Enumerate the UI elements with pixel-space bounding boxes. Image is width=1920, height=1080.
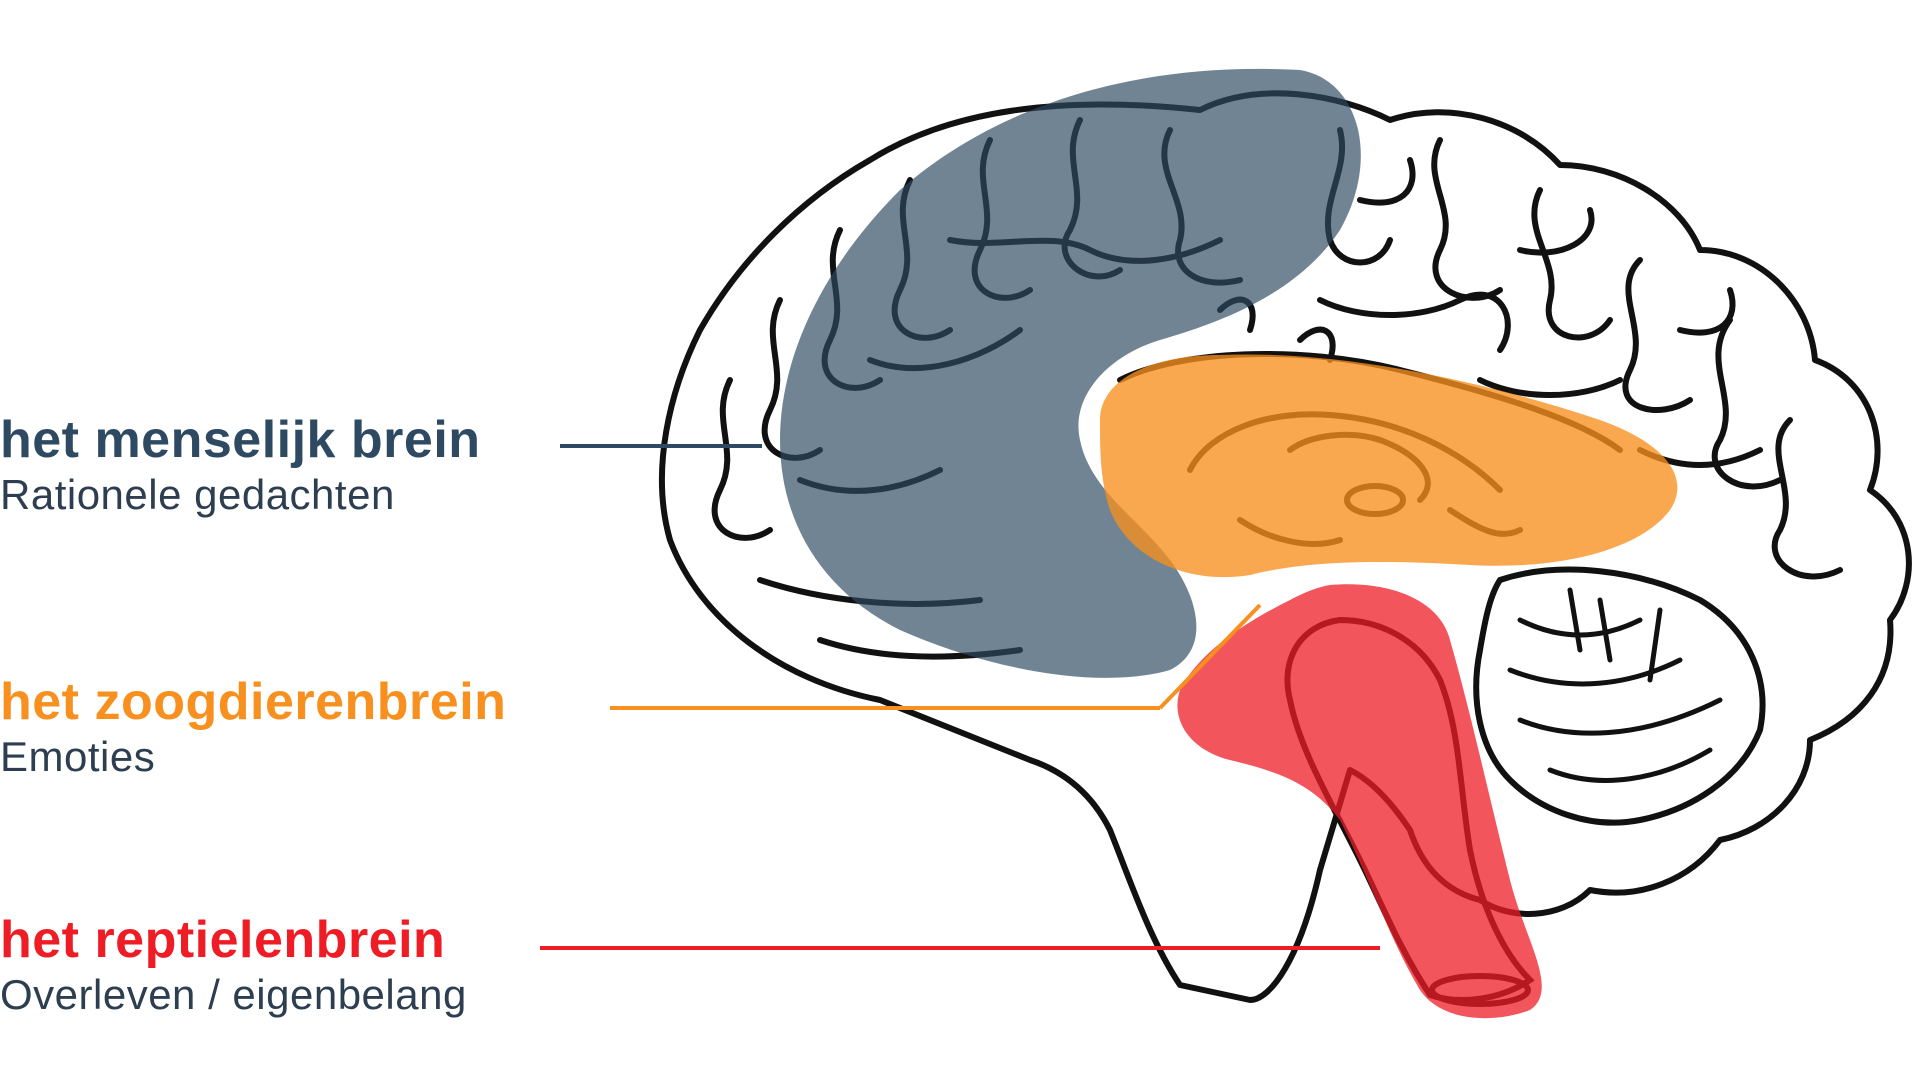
cerebellum-folds <box>1507 587 1723 783</box>
reptile-brain-title: het reptielenbrein <box>0 911 446 969</box>
reptile-brain-region <box>1177 584 1542 1019</box>
mammal-connector-pointer <box>1158 603 1262 710</box>
reptile-brain-subtitle: Overleven / eigenbelang <box>0 971 467 1018</box>
mammal-brain-title: het zoogdierenbrein <box>0 673 507 731</box>
mammal-brain-subtitle: Emoties <box>0 733 156 780</box>
human-brain-subtitle: Rationele gedachten <box>0 471 395 518</box>
cerebellum-outline <box>1473 566 1766 826</box>
mammal-brain-region <box>1100 354 1678 578</box>
mammal-brain-label: het zoogdierenbrein Emoties <box>0 672 506 782</box>
human-brain-label: het menselijk brein Rationele gedachten <box>0 410 481 520</box>
human-brain-region <box>780 68 1361 678</box>
human-brain-title: het menselijk brein <box>0 411 481 469</box>
reptile-brain-label: het reptielenbrein Overleven / eigenbela… <box>0 910 467 1020</box>
